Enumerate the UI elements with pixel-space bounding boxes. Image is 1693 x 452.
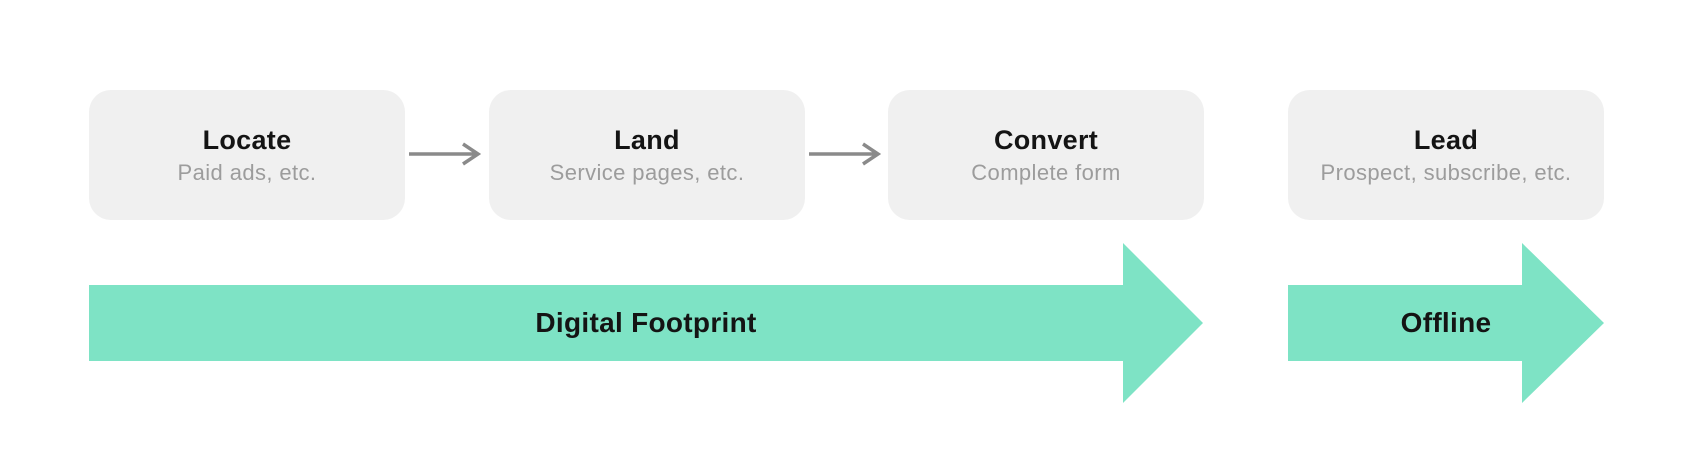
- stage-box-locate: Locate Paid ads, etc.: [89, 90, 405, 220]
- stage-box-lead: Lead Prospect, subscribe, etc.: [1288, 90, 1604, 220]
- stage-subtitle: Complete form: [971, 159, 1121, 185]
- stage-title: Locate: [202, 124, 292, 155]
- stage-title: Land: [614, 124, 680, 155]
- phase-label-offline: Offline: [1400, 307, 1492, 338]
- arrow-right-icon: [407, 141, 483, 167]
- phase-label-digital-footprint: Digital Footprint: [535, 307, 757, 338]
- offline-arrow: Offline: [1288, 243, 1604, 403]
- stage-subtitle: Prospect, subscribe, etc.: [1320, 159, 1572, 185]
- stage-title: Convert: [993, 124, 1099, 155]
- arrow-right-icon: [807, 141, 883, 167]
- stage-box-land: Land Service pages, etc.: [489, 90, 805, 220]
- stage-subtitle: Paid ads, etc.: [177, 159, 317, 185]
- stage-title: Lead: [1413, 124, 1479, 155]
- stage-subtitle: Service pages, etc.: [549, 159, 745, 185]
- digital-footprint-arrow: Digital Footprint: [89, 243, 1203, 403]
- stage-box-convert: Convert Complete form: [888, 90, 1204, 220]
